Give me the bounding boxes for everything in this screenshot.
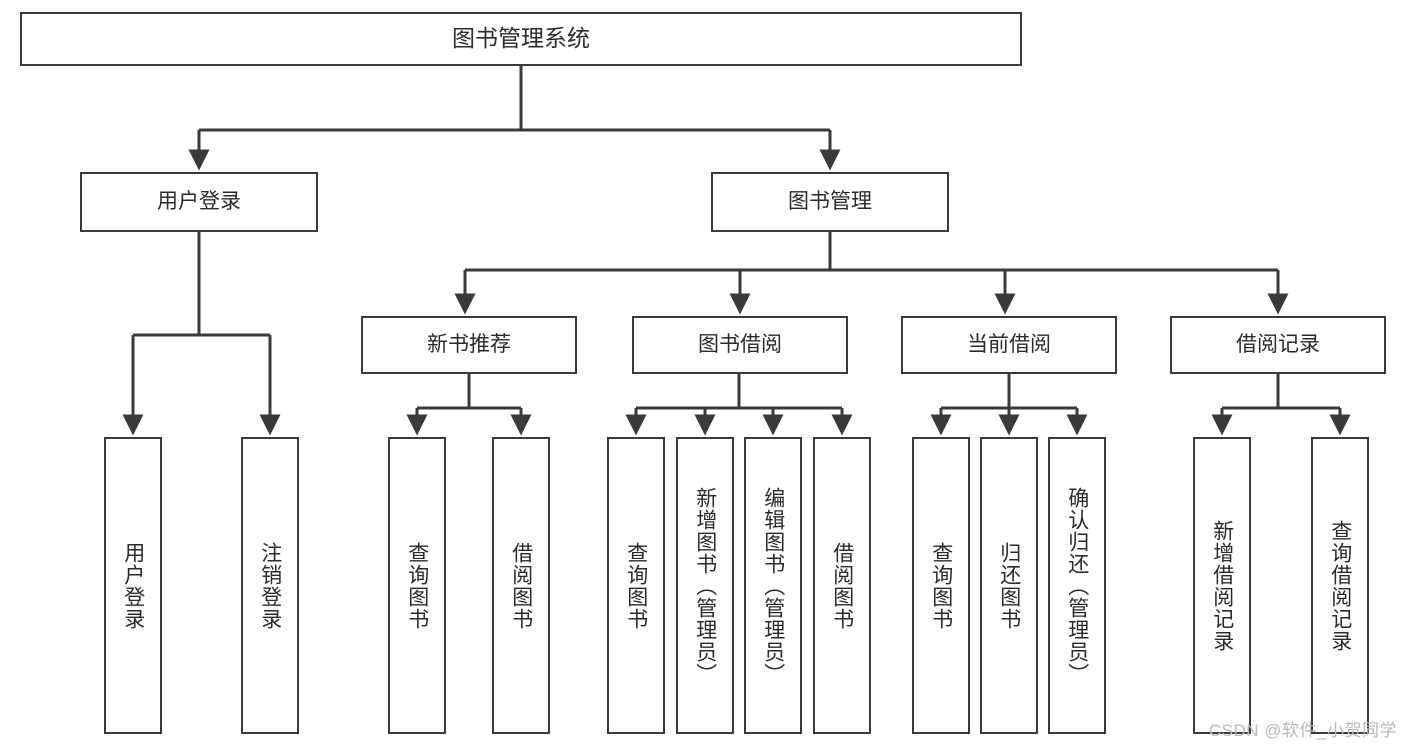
node-user-login[interactable]: 用户登录 xyxy=(80,172,318,232)
leaf-logout[interactable]: 注销登录 xyxy=(241,437,299,734)
leaf-query-book-3-label: 查询图书 xyxy=(929,541,953,630)
leaf-query-book-3[interactable]: 查询图书 xyxy=(912,437,970,734)
leaf-add-record-label: 新增借阅记录 xyxy=(1210,519,1234,652)
leaf-confirm-return-label: 确认归还（管理员） xyxy=(1065,486,1089,685)
leaf-borrow-book-2[interactable]: 借阅图书 xyxy=(813,437,871,734)
leaf-confirm-return[interactable]: 确认归还（管理员） xyxy=(1048,437,1106,734)
leaf-borrow-book-2-label: 借阅图书 xyxy=(830,541,854,630)
leaf-user-login[interactable]: 用户登录 xyxy=(104,437,162,734)
leaf-add-record[interactable]: 新增借阅记录 xyxy=(1193,437,1251,734)
leaf-user-login-label: 用户登录 xyxy=(121,541,145,630)
leaf-query-record-label: 查询借阅记录 xyxy=(1328,519,1352,652)
leaf-logout-label: 注销登录 xyxy=(258,541,282,630)
leaf-query-book-1-label: 查询图书 xyxy=(405,541,429,630)
leaf-return-book-label: 归还图书 xyxy=(997,541,1021,630)
node-book-borrow[interactable]: 图书借阅 xyxy=(632,316,848,374)
node-book-manage[interactable]: 图书管理 xyxy=(711,172,949,232)
leaf-edit-book[interactable]: 编辑图书（管理员） xyxy=(744,437,802,734)
leaf-query-book-1[interactable]: 查询图书 xyxy=(388,437,446,734)
csdn-watermark: CSDN @软件_小贺同学 xyxy=(1208,721,1397,740)
leaf-borrow-book-1[interactable]: 借阅图书 xyxy=(492,437,550,734)
leaf-query-record[interactable]: 查询借阅记录 xyxy=(1311,437,1369,734)
leaf-query-book-2-label: 查询图书 xyxy=(624,541,648,630)
node-current-borrow[interactable]: 当前借阅 xyxy=(901,316,1117,374)
node-new-book-recommend[interactable]: 新书推荐 xyxy=(361,316,577,374)
leaf-add-book-label: 新增图书（管理员） xyxy=(693,486,717,685)
node-root-system[interactable]: 图书管理系统 xyxy=(20,12,1022,66)
leaf-return-book[interactable]: 归还图书 xyxy=(980,437,1038,734)
leaf-edit-book-label: 编辑图书（管理员） xyxy=(761,486,785,685)
node-borrow-record[interactable]: 借阅记录 xyxy=(1170,316,1386,374)
leaf-query-book-2[interactable]: 查询图书 xyxy=(607,437,665,734)
leaf-add-book[interactable]: 新增图书（管理员） xyxy=(676,437,734,734)
leaf-borrow-book-1-label: 借阅图书 xyxy=(509,541,533,630)
